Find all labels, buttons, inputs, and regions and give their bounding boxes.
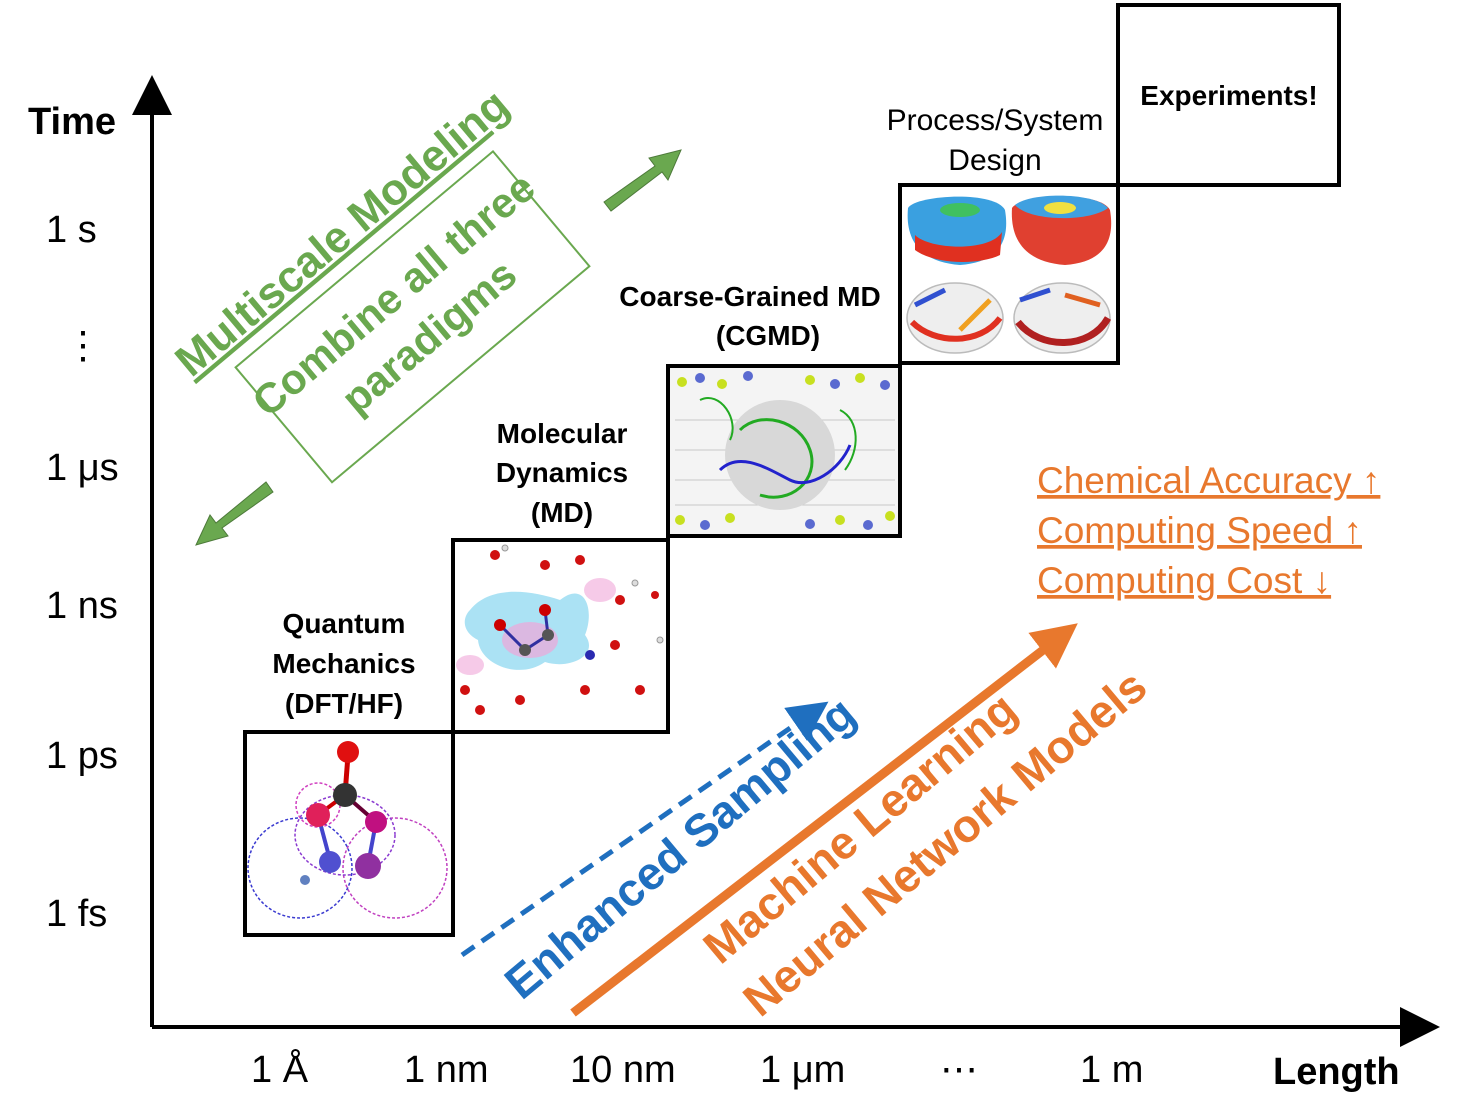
green-arrow-down-icon: [195, 481, 274, 546]
qm-label-line: Quantum: [283, 608, 406, 639]
cgmd-box: [666, 364, 902, 538]
cgmd-panel: Coarse-Grained MD (CGMD): [619, 281, 902, 538]
experiments-box: [1116, 3, 1341, 187]
experiments-label: Experiments!: [1140, 80, 1317, 111]
y-tick: 1 ns: [46, 585, 118, 627]
x-tick: 10 nm: [570, 1049, 676, 1091]
benefit-item: Computing Cost ↓: [1037, 560, 1331, 601]
qm-box: [243, 730, 455, 937]
axes: Time Length 1 s ⋮ 1 μs 1 ns 1 ps 1 fs 1 …: [28, 75, 1440, 1093]
benefit-item: Chemical Accuracy ↑: [1037, 460, 1380, 501]
y-tick: 1 fs: [46, 893, 107, 935]
x-tick: 1 nm: [404, 1049, 488, 1091]
y-tick: 1 ps: [46, 735, 118, 777]
qm-label-line: (DFT/HF): [285, 688, 403, 719]
y-tick: 1 s: [46, 209, 97, 251]
cgmd-simulation-image: [670, 368, 898, 534]
y-tick: 1 μs: [46, 447, 119, 489]
process-panel: Process/System Design: [887, 104, 1120, 365]
y-axis-title: Time: [28, 101, 116, 143]
md-label-line: Dynamics: [496, 457, 628, 488]
x-tick: 1 μm: [760, 1049, 845, 1091]
x-axis-title: Length: [1273, 1051, 1400, 1093]
benefit-item: Computing Speed ↑: [1037, 510, 1362, 551]
cgmd-label-line: (CGMD): [716, 320, 820, 351]
qm-label-line: Mechanics: [272, 648, 415, 679]
qm-molecule-image: [247, 741, 448, 919]
cgmd-label-line: Coarse-Grained MD: [619, 281, 880, 312]
qm-panel: Quantum Mechanics (DFT/HF): [243, 608, 455, 937]
md-box: [451, 538, 670, 734]
experiments-panel: Experiments!: [1116, 3, 1341, 187]
ml-arrow: [570, 623, 1078, 1017]
multiscale-box: [234, 149, 591, 484]
y-tick: ⋮: [64, 325, 102, 367]
process-label-line: Design: [948, 144, 1041, 177]
x-tick: 1 Å: [251, 1047, 309, 1091]
md-label-line: Molecular: [497, 418, 628, 449]
md-label-line: (MD): [531, 497, 593, 528]
green-arrow-up-icon: [603, 149, 682, 212]
process-box: [898, 183, 1120, 365]
process-simulation-image: [906, 195, 1112, 354]
benefits-list: Chemical Accuracy ↑ Computing Speed ↑ Co…: [1037, 460, 1380, 601]
x-tick: 1 m: [1080, 1049, 1143, 1091]
process-label-line: Process/System: [887, 104, 1104, 137]
x-tick: ⋯: [940, 1049, 978, 1091]
md-panel: Molecular Dynamics (MD): [451, 418, 670, 734]
md-simulation-image: [456, 544, 664, 715]
